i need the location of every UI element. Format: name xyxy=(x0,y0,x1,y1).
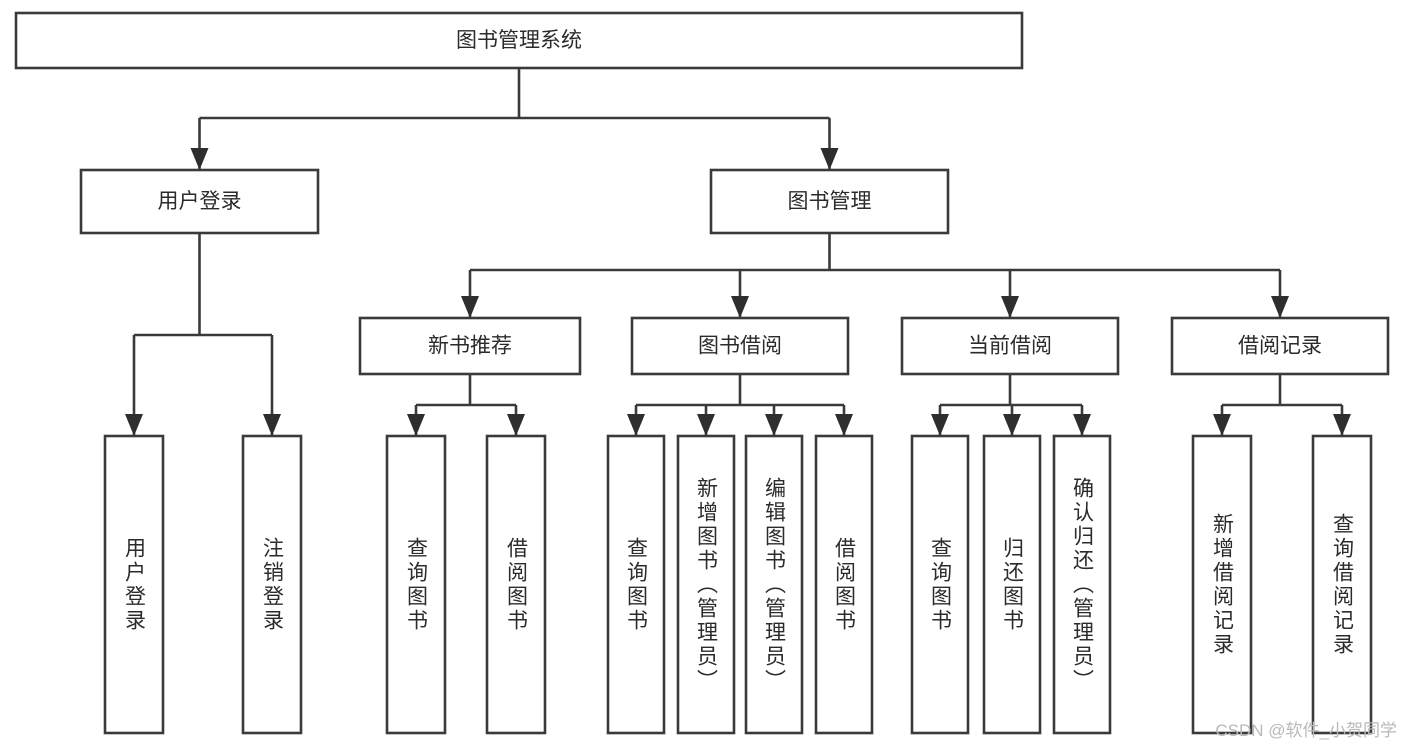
arrow-down-icon-book-management-2 xyxy=(1001,296,1019,318)
node-leaf-query-borrow-record[interactable]: 查询借阅记录 xyxy=(1311,434,1373,735)
node-leaf-add-book-admin[interactable]: 新增图书（管理员） xyxy=(676,434,736,735)
node-leaf-edit-book-admin[interactable]: 编辑图书（管理员） xyxy=(744,434,804,735)
node-label-leaf-query-book-recommend: 查询图书 xyxy=(404,536,428,633)
arrow-down-icon-book-borrow-2 xyxy=(765,414,783,436)
node-label-leaf-add-book-admin: 新增图书（管理员） xyxy=(694,476,718,693)
node-box-leaf-borrow-book-recommend xyxy=(485,434,547,735)
node-label-leaf-borrow-book: 借阅图书 xyxy=(832,536,856,633)
arrow-down-icon-root-0 xyxy=(190,148,209,170)
arrow-down-icon-book-management-0 xyxy=(461,296,479,318)
node-label-root: 图书管理系统 xyxy=(456,29,582,52)
node-label-leaf-return-book: 归还图书 xyxy=(1000,536,1024,633)
node-label-wrap-leaf-add-book-admin: 新增图书（管理员） xyxy=(694,476,718,693)
node-label-leaf-confirm-return-admin: 确认归还（管理员） xyxy=(1070,476,1094,693)
node-leaf-add-borrow-record[interactable]: 新增借阅记录 xyxy=(1191,434,1253,735)
node-label-leaf-add-borrow-record: 新增借阅记录 xyxy=(1210,512,1234,657)
node-leaf-borrow-book-recommend[interactable]: 借阅图书 xyxy=(485,434,547,735)
node-current-borrow[interactable]: 当前借阅 xyxy=(900,316,1120,376)
node-box-root xyxy=(14,11,1024,70)
node-label-book-borrow: 图书借阅 xyxy=(698,335,782,358)
arrow-down-icon-user-login-1 xyxy=(263,414,281,436)
node-box-user-login xyxy=(79,168,320,235)
node-box-leaf-query-borrow-record xyxy=(1311,434,1373,735)
node-label-wrap-leaf-edit-book-admin: 编辑图书（管理员） xyxy=(762,476,786,693)
node-user-login[interactable]: 用户登录 xyxy=(79,168,320,235)
node-borrow-record[interactable]: 借阅记录 xyxy=(1170,316,1390,376)
node-leaf-user-login[interactable]: 用户登录 xyxy=(103,434,165,735)
node-leaf-return-book[interactable]: 归还图书 xyxy=(982,434,1042,735)
node-box-leaf-query-book-borrow xyxy=(606,434,666,735)
nodes-layer: 图书管理系统用户登录图书管理新书推荐图书借阅当前借阅借阅记录用户登录注销登录查询… xyxy=(14,11,1390,735)
node-label-wrap-leaf-query-book-recommend: 查询图书 xyxy=(404,536,428,633)
node-leaf-query-book-recommend[interactable]: 查询图书 xyxy=(385,434,447,735)
node-label-leaf-query-borrow-record: 查询借阅记录 xyxy=(1330,512,1354,657)
node-label-wrap-leaf-user-login: 用户登录 xyxy=(122,536,146,633)
arrow-down-icon-root-1 xyxy=(820,148,839,170)
node-box-leaf-logout xyxy=(241,434,303,735)
node-box-leaf-edit-book-admin xyxy=(744,434,804,735)
node-label-leaf-user-login: 用户登录 xyxy=(122,536,146,633)
node-leaf-query-book-current[interactable]: 查询图书 xyxy=(910,434,970,735)
node-box-leaf-confirm-return-admin xyxy=(1052,434,1112,735)
arrow-down-icon-current-borrow-1 xyxy=(1003,414,1021,436)
connectors-layer xyxy=(125,68,1351,436)
node-label-wrap-leaf-add-borrow-record: 新增借阅记录 xyxy=(1210,512,1234,657)
arrow-down-icon-user-login-0 xyxy=(125,414,143,436)
node-root[interactable]: 图书管理系统 xyxy=(14,11,1024,70)
node-book-management[interactable]: 图书管理 xyxy=(709,168,950,235)
node-box-leaf-return-book xyxy=(982,434,1042,735)
arrow-down-icon-book-borrow-3 xyxy=(835,414,853,436)
node-box-borrow-record xyxy=(1170,316,1390,376)
node-leaf-logout[interactable]: 注销登录 xyxy=(241,434,303,735)
node-label-leaf-query-book-borrow: 查询图书 xyxy=(624,536,648,633)
node-new-book-recommend[interactable]: 新书推荐 xyxy=(358,316,582,376)
node-box-book-borrow xyxy=(630,316,850,376)
arrow-down-icon-new-book-recommend-0 xyxy=(407,414,425,436)
node-box-book-management xyxy=(709,168,950,235)
node-box-current-borrow xyxy=(900,316,1120,376)
node-label-leaf-query-book-current: 查询图书 xyxy=(928,536,952,633)
node-book-borrow[interactable]: 图书借阅 xyxy=(630,316,850,376)
node-label-user-login: 用户登录 xyxy=(158,190,242,213)
node-box-leaf-add-borrow-record xyxy=(1191,434,1253,735)
arrow-down-icon-current-borrow-0 xyxy=(931,414,949,436)
arrow-down-icon-new-book-recommend-1 xyxy=(507,414,525,436)
node-label-borrow-record: 借阅记录 xyxy=(1238,335,1322,358)
csdn-watermark: CSDN @软件_小贺同学 xyxy=(1215,721,1397,740)
node-box-leaf-user-login xyxy=(103,434,165,735)
node-label-wrap-leaf-return-book: 归还图书 xyxy=(1000,536,1024,633)
arrow-down-icon-book-borrow-0 xyxy=(627,414,645,436)
node-label-leaf-logout: 注销登录 xyxy=(260,536,284,633)
node-label-wrap-leaf-query-borrow-record: 查询借阅记录 xyxy=(1330,512,1354,657)
arrow-down-icon-book-management-3 xyxy=(1271,296,1289,318)
node-leaf-borrow-book[interactable]: 借阅图书 xyxy=(814,434,874,735)
node-label-leaf-edit-book-admin: 编辑图书（管理员） xyxy=(762,476,786,693)
node-leaf-query-book-borrow[interactable]: 查询图书 xyxy=(606,434,666,735)
node-label-wrap-leaf-query-book-current: 查询图书 xyxy=(928,536,952,633)
node-label-leaf-borrow-book-recommend: 借阅图书 xyxy=(504,536,528,633)
node-box-leaf-query-book-recommend xyxy=(385,434,447,735)
arrow-down-icon-book-borrow-1 xyxy=(697,414,715,436)
node-box-leaf-query-book-current xyxy=(910,434,970,735)
arrow-down-icon-borrow-record-1 xyxy=(1333,414,1351,436)
arrow-down-icon-borrow-record-0 xyxy=(1213,414,1231,436)
node-label-book-management: 图书管理 xyxy=(788,190,872,213)
node-label-wrap-leaf-query-book-borrow: 查询图书 xyxy=(624,536,648,633)
node-label-current-borrow: 当前借阅 xyxy=(968,335,1052,358)
node-box-new-book-recommend xyxy=(358,316,582,376)
node-label-wrap-leaf-borrow-book: 借阅图书 xyxy=(832,536,856,633)
node-label-wrap-leaf-confirm-return-admin: 确认归还（管理员） xyxy=(1070,476,1094,693)
node-label-wrap-leaf-borrow-book-recommend: 借阅图书 xyxy=(504,536,528,633)
node-box-leaf-borrow-book xyxy=(814,434,874,735)
arrow-down-icon-current-borrow-2 xyxy=(1073,414,1091,436)
node-label-wrap-leaf-logout: 注销登录 xyxy=(260,536,284,633)
node-leaf-confirm-return-admin[interactable]: 确认归还（管理员） xyxy=(1052,434,1112,735)
node-box-leaf-add-book-admin xyxy=(676,434,736,735)
arrow-down-icon-book-management-1 xyxy=(731,296,749,318)
node-label-new-book-recommend: 新书推荐 xyxy=(428,335,512,358)
